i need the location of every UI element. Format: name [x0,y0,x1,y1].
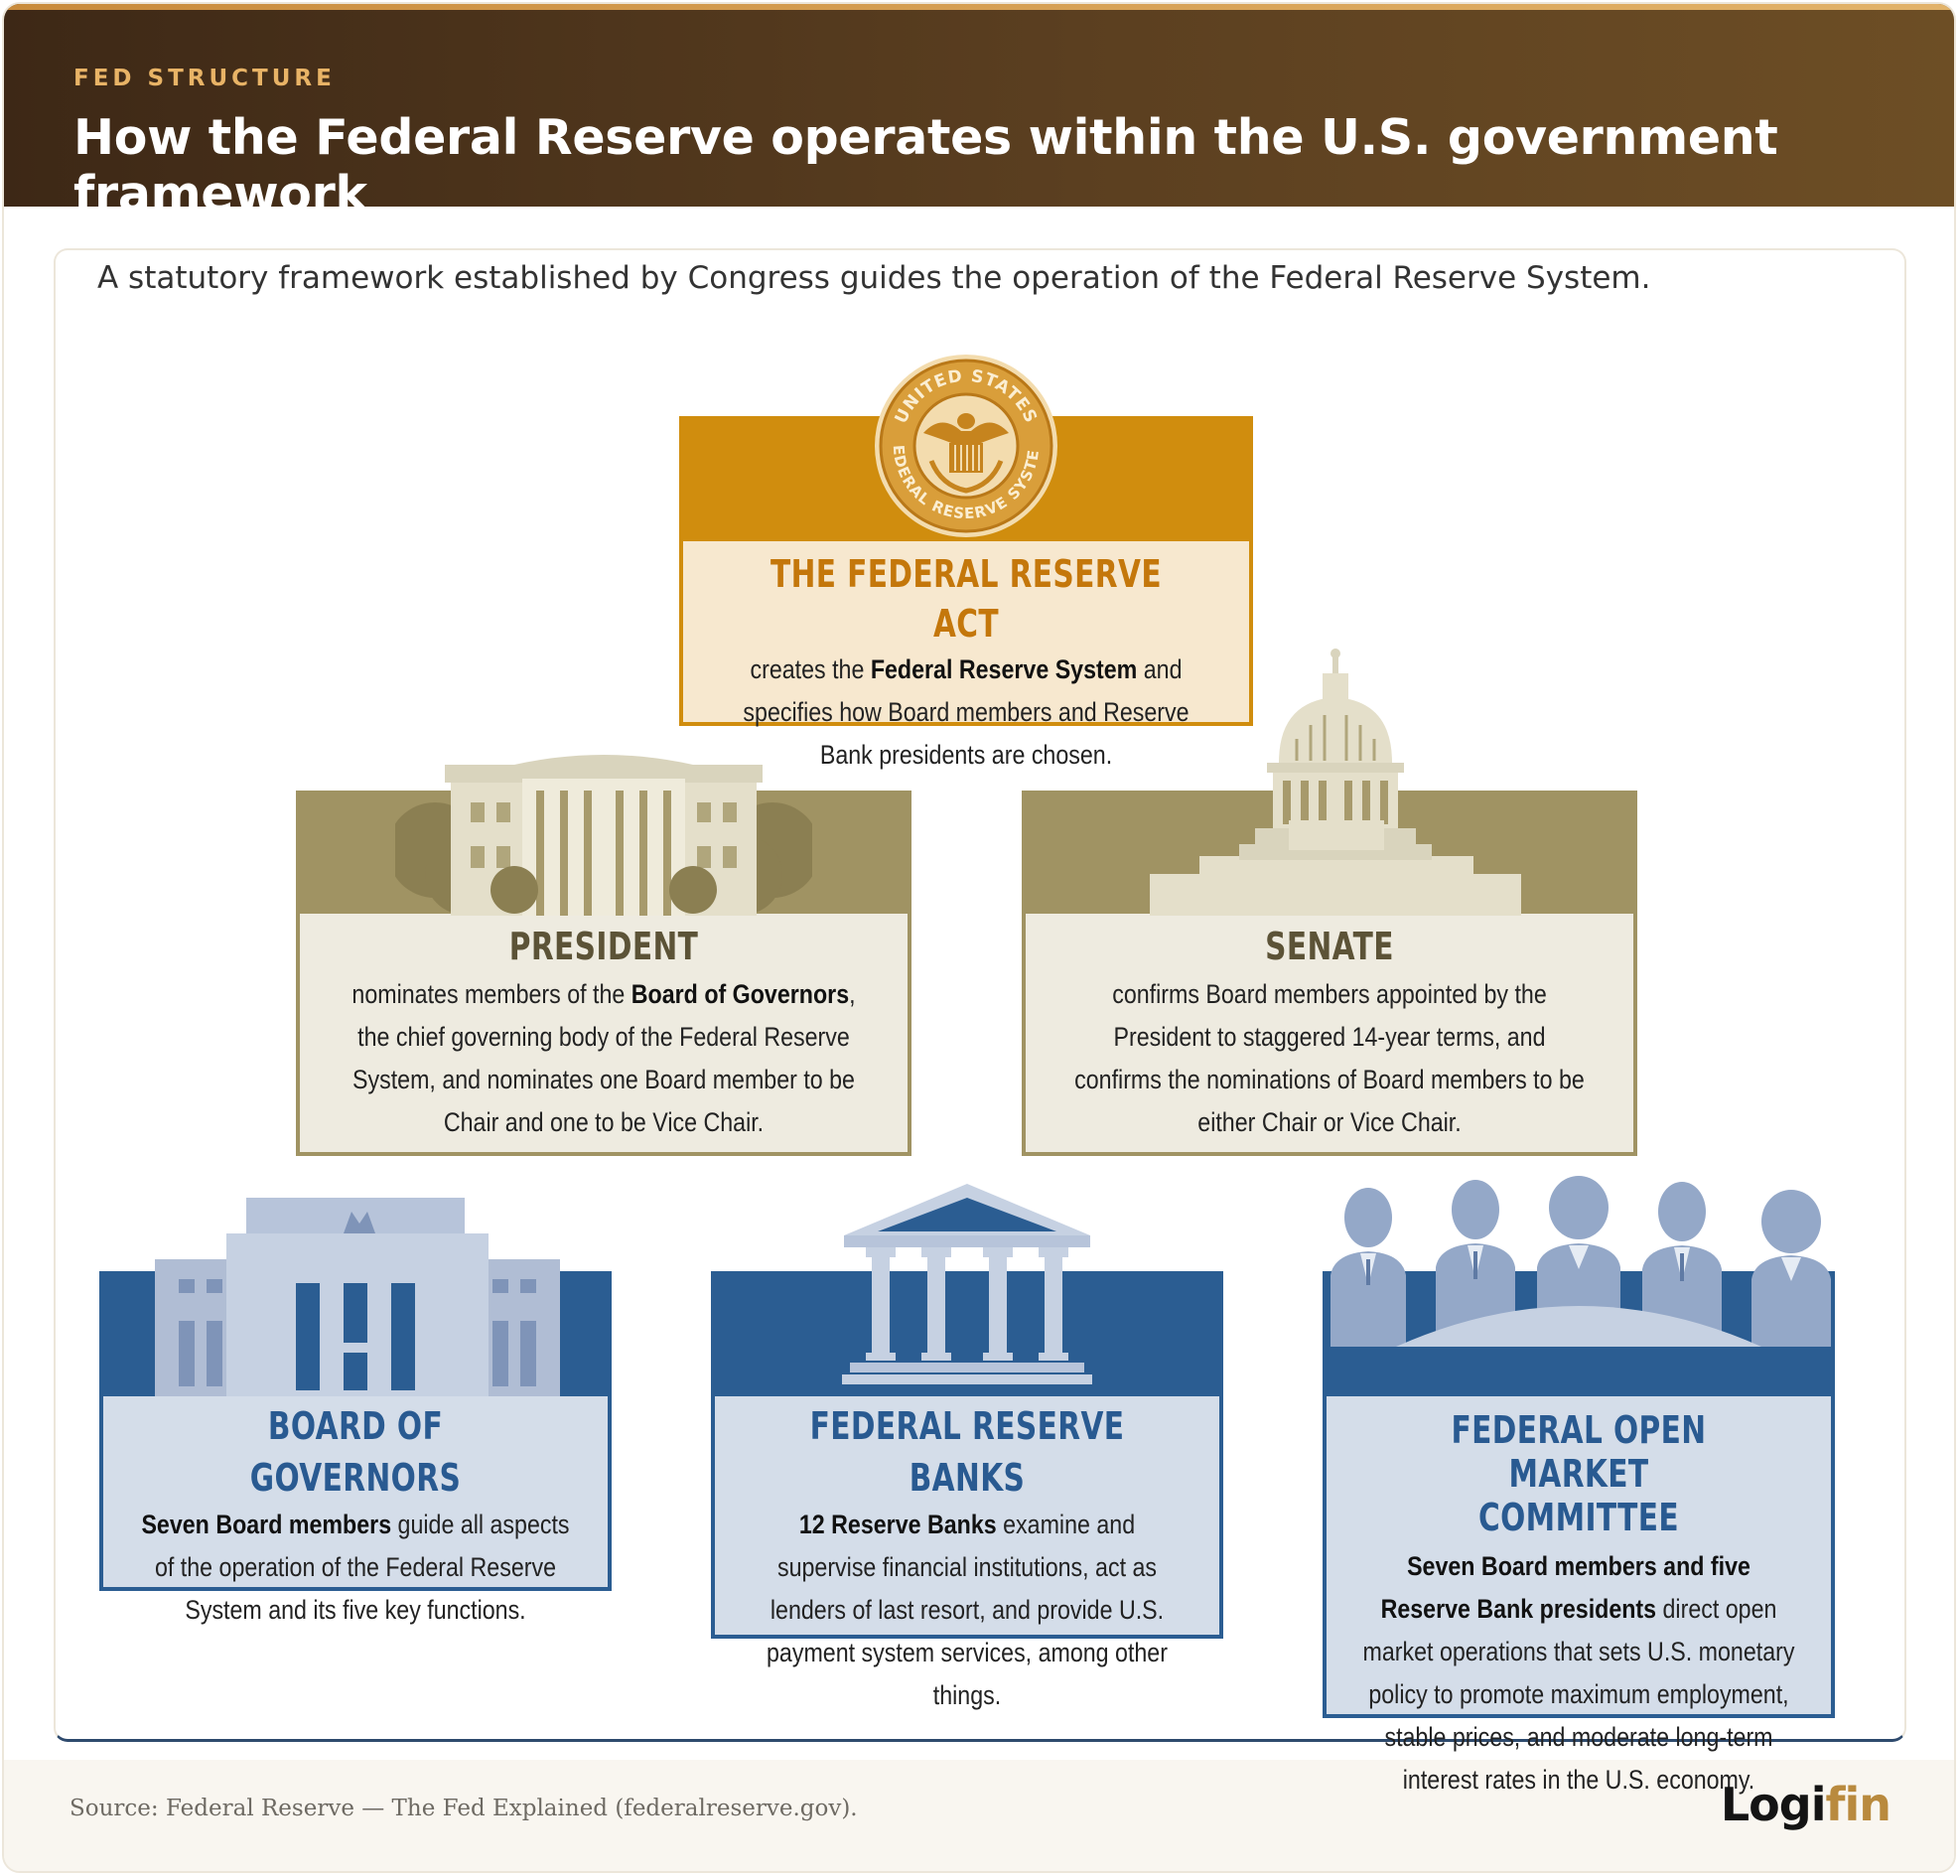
president-content: PRESIDENT nominates members of the Board… [296,914,911,1156]
senate-title: SENATE [1265,925,1394,968]
fed-seal-icon: UNITED STATES FEDERAL RESERVE SYSTEM [872,352,1057,537]
senate-description: confirms Board members appointed by the … [1074,979,1585,1137]
president-box: PRESIDENT nominates members of the Board… [296,791,911,1156]
banks-description: 12 Reserve Banks examine and supervise f… [767,1510,1168,1710]
committee-people-icon [1330,1176,1831,1347]
act-content: THE FEDERAL RESERVE ACT creates the Fede… [679,541,1253,770]
act-title: THE FEDERAL RESERVE ACT [770,552,1162,646]
footer [4,1760,1954,1871]
bank-columns-icon [842,1184,1092,1384]
header: FED STRUCTURE How the Federal Reserve op… [4,4,1954,222]
page-title: How the Federal Reserve operates within … [73,109,1778,222]
fed-building-icon [155,1198,560,1396]
header-accent-line [4,4,1954,10]
board-content: BOARD OF GOVERNORS Seven Board members g… [99,1396,612,1625]
white-house-icon [395,755,812,916]
capitol-icon [1150,649,1521,916]
senate-content: SENATE confirms Board members appointed … [1022,914,1637,1156]
source-note: Source: Federal Reserve — The Fed Explai… [70,1796,858,1821]
intro-text: A statutory framework established by Con… [97,260,1651,296]
eyebrow-label: FED STRUCTURE [73,66,336,91]
banks-content: FEDERAL RESERVE BANKS 12 Reserve Banks e… [711,1396,1223,1710]
act-description: creates the Federal Reserve System and s… [743,654,1190,770]
president-title: PRESIDENT [508,925,699,968]
president-description: nominates members of the Board of Govern… [351,979,856,1137]
fomc-description: Seven Board members and five Reserve Ban… [1362,1551,1795,1795]
board-description: Seven Board members guide all aspects of… [141,1510,570,1625]
brand-logo: Logifin [1720,1778,1891,1831]
federal-reserve-act-box: THE FEDERAL RESERVE ACT creates the Fede… [679,416,1253,770]
board-title: BOARD OF GOVERNORS [249,1404,462,1500]
banks-title: FEDERAL RESERVE BANKS [809,1404,1125,1500]
